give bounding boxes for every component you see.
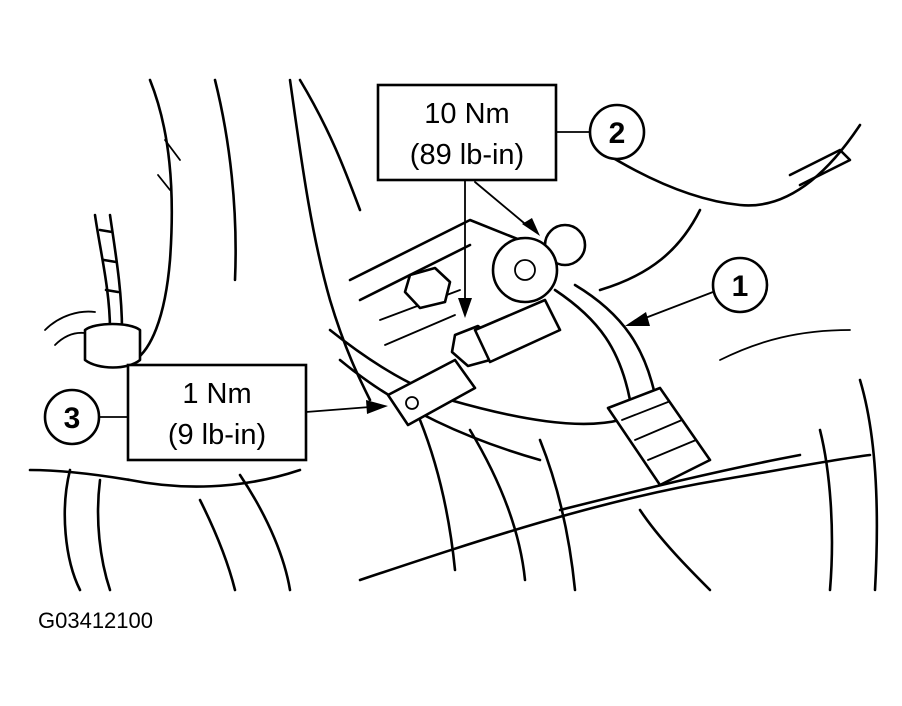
callout-circle-2 [588, 103, 646, 161]
torque-imperial-label: (9 lb-in) [168, 419, 266, 451]
figure-id: G03412100 [38, 608, 153, 633]
callout-number-3: 3 [64, 402, 81, 435]
torque-nm-label: 10 Nm [424, 98, 509, 130]
engine-line-art [28, 78, 879, 592]
torque-imperial-label: (89 lb-in) [410, 139, 524, 171]
torque-box-10nm [376, 83, 558, 182]
callout-3: 1 Nm (9 lb-in) 3 [43, 363, 388, 462]
callout-number-2: 2 [609, 117, 626, 150]
callout-circle-1 [711, 256, 769, 314]
callout-number-1: 1 [732, 270, 749, 303]
torque-box-1nm [126, 363, 308, 462]
torque-nm-label: 1 Nm [182, 378, 251, 410]
callout-1: 1 [625, 256, 769, 326]
callout-2: 10 Nm (89 lb-in) 2 [376, 83, 646, 318]
